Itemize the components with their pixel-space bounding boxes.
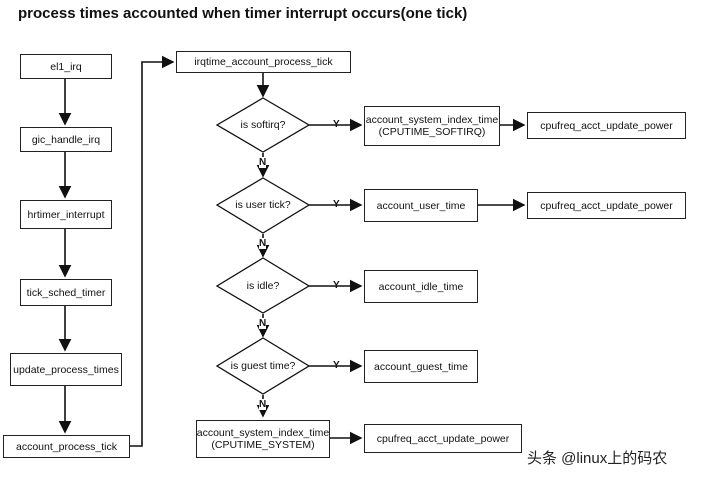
watermark-text: 头条 @linux上的码农 (527, 450, 668, 467)
no-label-user: N (259, 238, 267, 249)
yes-label-guest: Y (333, 360, 340, 371)
node-el1-irq: el1_irq (20, 54, 112, 79)
arrow-account-to-irqtime (130, 55, 175, 447)
node-account-guest-time: account_guest_time (364, 350, 478, 383)
node-account-process-tick: account_process_tick (3, 435, 130, 458)
node-cpufreq-power-2: cpufreq_acct_update_power (527, 192, 686, 219)
yes-label-user: Y (333, 199, 340, 210)
decision-idle-diamond (215, 257, 311, 314)
node-irqtime-account-process-tick: irqtime_account_process_tick (176, 51, 351, 73)
no-label-guest: N (259, 399, 267, 410)
node-update-process-times: update_process_times (10, 353, 122, 386)
decision-softirq-label: is softirq? (240, 119, 286, 131)
node-cpufreq-power-1: cpufreq_acct_update_power (527, 112, 686, 139)
node-gic-handle-irq: gic_handle_irq (20, 127, 112, 152)
node-hrtimer-interrupt: hrtimer_interrupt (20, 200, 112, 229)
yes-label-idle: Y (333, 280, 340, 291)
node-tick-sched-timer: tick_sched_timer (20, 279, 112, 306)
decision-guest-label: is guest time? (230, 360, 296, 372)
node-account-system-softirq: account_system_index_time (CPUTIME_SOFTI… (364, 106, 500, 146)
no-label-idle: N (259, 318, 267, 329)
node-account-user-time: account_user_time (364, 189, 478, 222)
decision-idle-label: is idle? (246, 280, 280, 292)
no-label-softirq: N (259, 157, 267, 168)
yes-label-softirq: Y (333, 119, 340, 130)
decision-guest-diamond (215, 337, 311, 395)
node-account-idle-time: account_idle_time (364, 270, 478, 303)
decision-softirq-diamond (215, 97, 311, 153)
decision-user-diamond (215, 177, 311, 234)
decision-user-label: is user tick? (235, 199, 291, 211)
diagram-title: process times accounted when timer inter… (18, 5, 468, 22)
node-cpufreq-power-3: cpufreq_acct_update_power (364, 424, 522, 453)
node-account-system-system: account_system_index_time (CPUTIME_SYSTE… (196, 420, 330, 458)
